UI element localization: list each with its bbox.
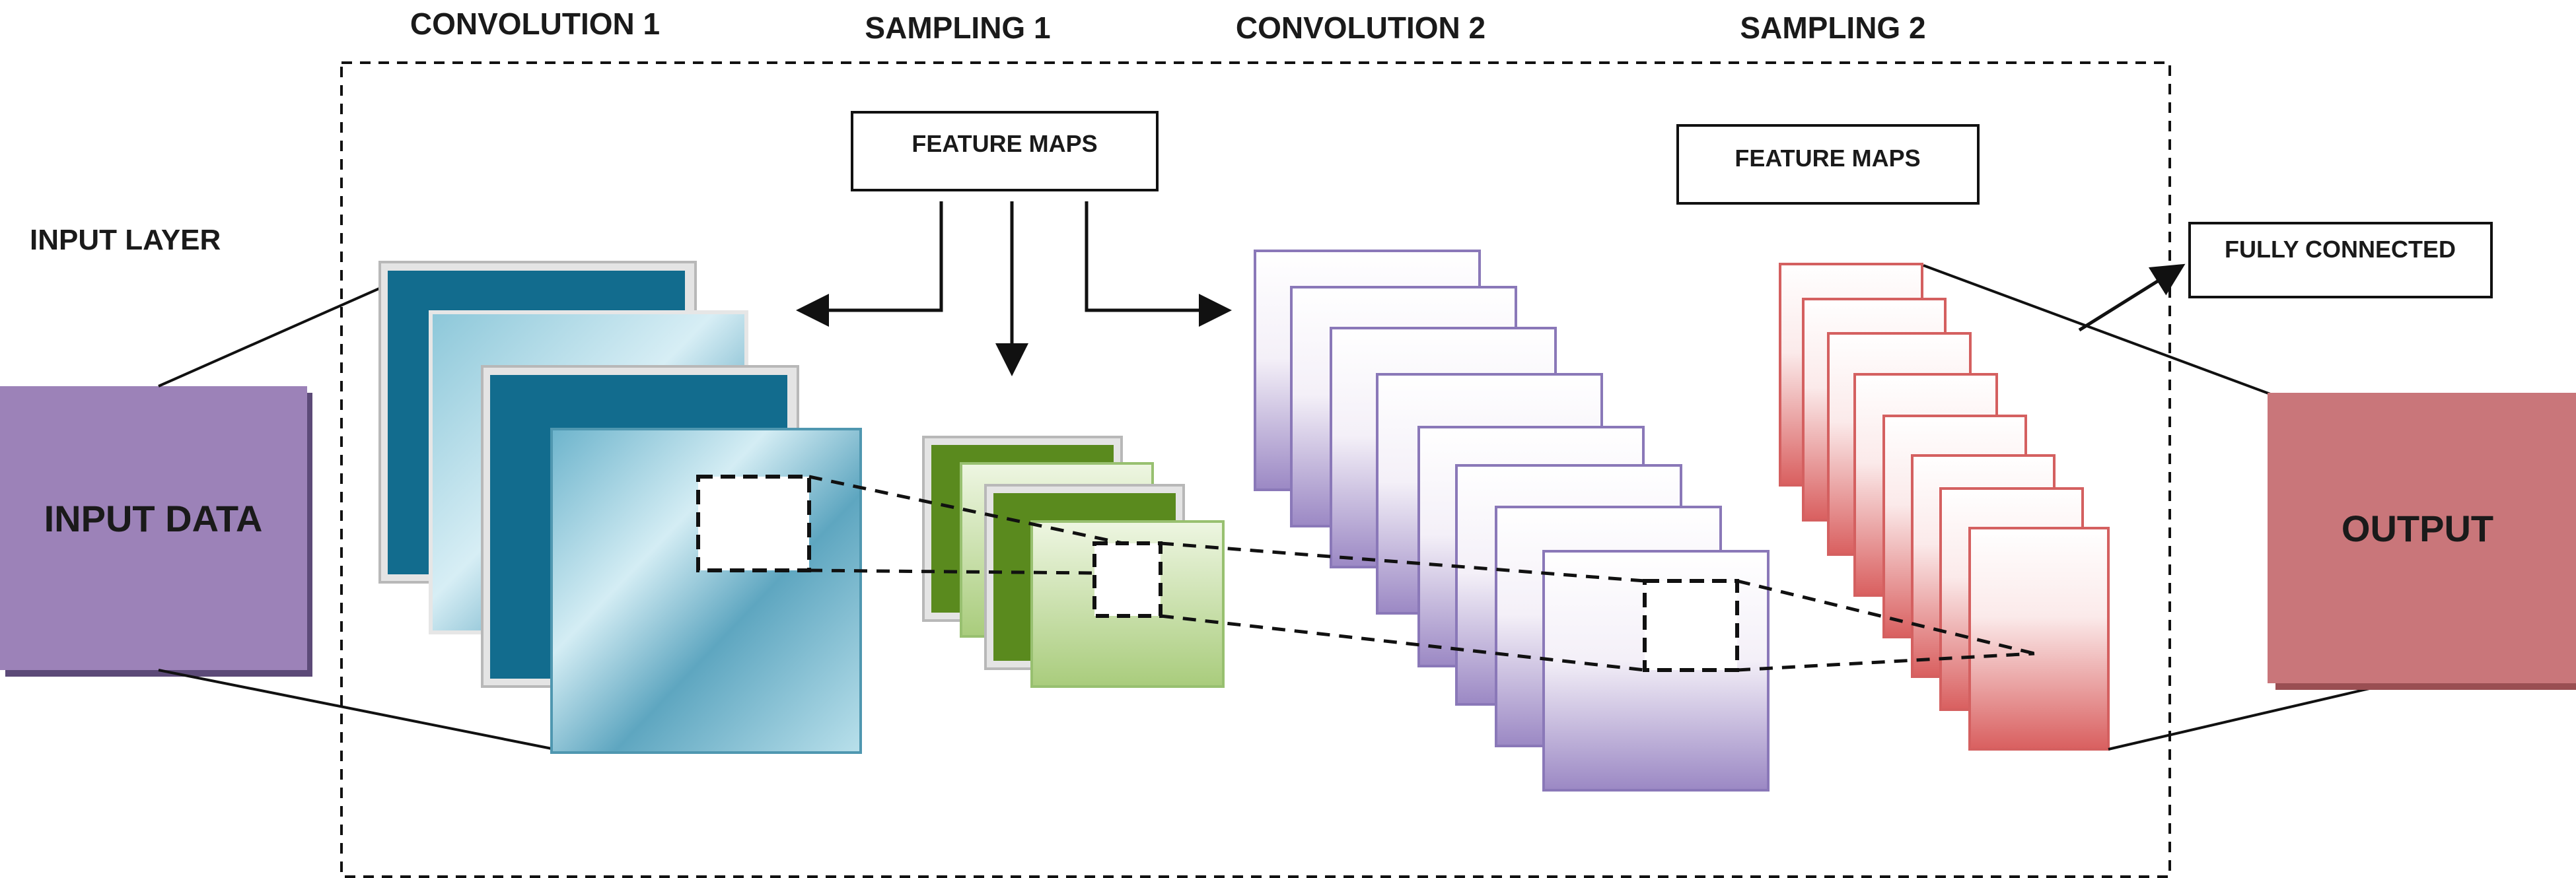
input-data-box: INPUT DATA xyxy=(0,386,312,677)
convolution-1-maps xyxy=(378,261,862,754)
projection-line xyxy=(158,283,390,388)
sampling-2-maps xyxy=(1779,263,2110,751)
receptive-field-window xyxy=(696,475,811,572)
feature-maps-box-2 xyxy=(1676,124,1980,205)
pooling-window xyxy=(1092,541,1163,618)
header-convolution-1: CONVOLUTION 1 xyxy=(410,7,660,41)
feature-maps-label-2: FEATURE MAPS xyxy=(1735,145,1920,172)
projection-line xyxy=(1923,264,2273,396)
convolution-2-maps xyxy=(1254,250,1770,792)
input-data-label: INPUT DATA xyxy=(44,498,263,539)
arrow-to-fully-connected xyxy=(2078,263,2186,332)
feature-maps-label-1: FEATURE MAPS xyxy=(912,130,1097,157)
connection-dashed-line xyxy=(808,568,1095,575)
arrow-to-convolution-1 xyxy=(796,201,943,327)
connection-dashed-line xyxy=(1160,614,1645,672)
projection-line xyxy=(2108,685,2379,751)
fully-connected-label: FULLY CONNECTED xyxy=(2225,236,2456,263)
arrow-to-convolution-2 xyxy=(1085,201,1232,327)
network-boundary xyxy=(340,61,2171,878)
feature-maps-box-1 xyxy=(851,111,1159,191)
fully-connected-box xyxy=(2188,222,2493,298)
input-layer-label: INPUT LAYER xyxy=(30,224,221,256)
output-label: OUTPUT xyxy=(2342,508,2493,549)
header-convolution-2: CONVOLUTION 2 xyxy=(1236,11,1485,45)
connection-dashed-line xyxy=(808,475,1124,545)
connection-dashed-line xyxy=(1160,541,1645,583)
receptive-field-window xyxy=(1643,579,1739,672)
header-sampling-2: SAMPLING 2 xyxy=(1740,11,1925,45)
projection-line xyxy=(158,669,555,751)
sampling-1-maps xyxy=(922,436,1225,688)
connection-dashed-line xyxy=(1736,579,2035,656)
feature-map xyxy=(1968,527,2110,751)
output-box: OUTPUT xyxy=(2268,393,2576,690)
header-sampling-1: SAMPLING 1 xyxy=(865,11,1050,45)
connection-dashed-line xyxy=(1736,652,2035,672)
